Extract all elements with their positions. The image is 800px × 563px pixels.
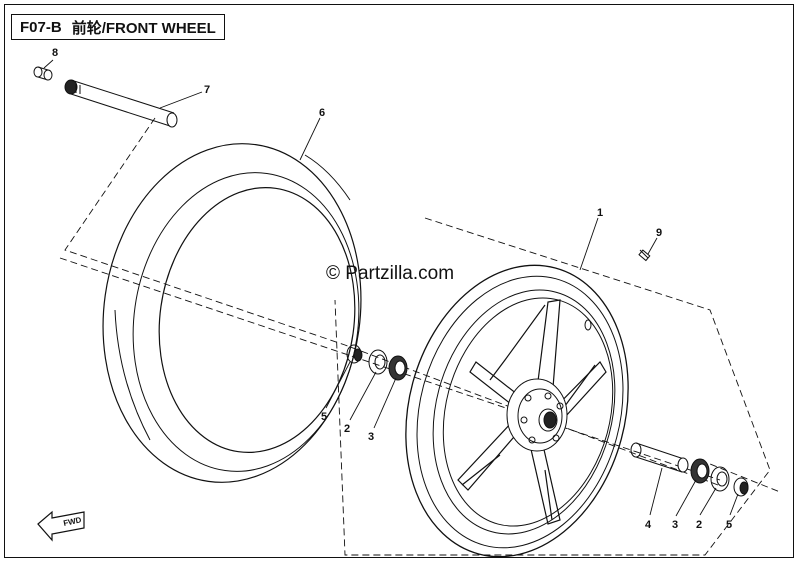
watermark: © Partzilla.com: [326, 263, 454, 284]
wheel-hub: [506, 378, 568, 452]
wheel-spokes: [457, 299, 607, 525]
callout-6: 6: [319, 107, 325, 119]
callout-3-left: 3: [368, 431, 374, 443]
callout-8: 8: [52, 47, 58, 59]
collar-part-5-right: [733, 477, 749, 497]
seal-part-2-left: [368, 349, 388, 375]
callout-5-right: 5: [726, 519, 732, 531]
diagram-frame: [4, 4, 794, 558]
wheel-rim-part-1: [405, 264, 629, 558]
callout-5-left: 5: [321, 411, 327, 423]
axle-cap-part-8: [33, 66, 53, 81]
valve-part-9: [638, 249, 651, 262]
collar-part-5-left: [346, 344, 363, 364]
tire-part-6: [102, 143, 362, 483]
forward-arrow-icon: [37, 510, 85, 542]
seal-part-2-right: [710, 466, 730, 492]
bearing-part-3-left: [388, 355, 408, 381]
front-axle-part-7: [64, 79, 178, 128]
spacer-part-4: [630, 442, 689, 473]
diagram-title: F07-B 前轮/FRONT WHEEL: [11, 14, 225, 40]
callout-4: 4: [645, 519, 652, 531]
callout-3-right: 3: [672, 519, 678, 531]
callout-2-left: 2: [344, 423, 350, 435]
callout-7: 7: [204, 84, 210, 96]
diagram-title-text: 前轮/FRONT WHEEL: [71, 19, 216, 37]
callout-labels: 8 7 6 1 9 5 2 3 4 3 2 5: [52, 47, 732, 531]
callout-9: 9: [656, 227, 662, 239]
assembly-guide-lines: [59, 117, 781, 556]
callout-2-right: 2: [696, 519, 702, 531]
bearing-part-3-right: [690, 458, 710, 484]
leader-lines: [43, 59, 739, 517]
forward-tag: FWD: [63, 515, 83, 528]
diagram-code: F07-B: [20, 18, 62, 36]
callout-1: 1: [597, 207, 603, 219]
